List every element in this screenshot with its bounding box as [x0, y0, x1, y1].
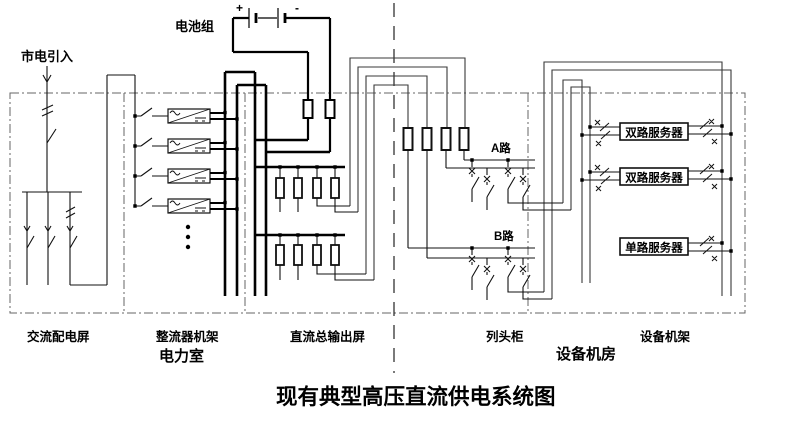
diagram-title: 现有典型高压直流供电系统图	[276, 384, 556, 409]
battery-fuse	[324, 99, 336, 119]
fuse	[312, 244, 322, 266]
ac-feeder-drops	[23, 192, 78, 285]
battery-long-plates	[248, 8, 279, 28]
dc-vertical-busbars	[223, 70, 268, 296]
path-b-breakers	[468, 248, 552, 300]
fuse	[293, 244, 303, 266]
battery-fuse	[302, 99, 314, 119]
cable-runs	[349, 57, 732, 299]
server-boxes	[619, 122, 689, 256]
battery-plus-label: +	[236, 1, 243, 15]
fuse	[402, 127, 414, 151]
equipment-rack-label: 设备机架	[640, 329, 691, 344]
dc-busbars	[223, 70, 345, 296]
ac-to-rectifier-link	[70, 74, 136, 286]
fuse	[421, 127, 433, 151]
fuse	[330, 177, 340, 199]
mains-input-label: 市电引入	[21, 49, 73, 64]
rowhead-fuses	[402, 127, 470, 151]
ac-sine-icon	[169, 110, 181, 206]
rectifier-outputs	[210, 112, 237, 210]
rectifier-rack-wiring	[135, 107, 168, 207]
mains-feeder	[41, 66, 57, 192]
more-modules-ellipsis	[185, 224, 191, 250]
battery-wires	[231, 16, 332, 152]
path-a-label: A路	[491, 141, 511, 155]
dual-server-1-label: 双路服务器	[624, 126, 683, 140]
row-head-cabinet-label: 列头柜	[486, 329, 524, 344]
dual-server-box-2	[619, 167, 689, 186]
fuse	[440, 127, 452, 151]
fuse	[330, 244, 340, 266]
single-server-box	[619, 237, 689, 256]
ac-panel-wiring	[22, 66, 136, 286]
dc-output-panel-label: 直流总输出屏	[290, 329, 366, 344]
dc-output-fuses	[275, 177, 340, 266]
bus-b-fuse-wires	[279, 235, 374, 281]
ac-panel-label: 交流配电屏	[27, 329, 90, 344]
server-feed-wiring	[582, 118, 731, 262]
rectifier-symbols	[167, 108, 211, 214]
dc-mark-icon	[195, 117, 206, 212]
battery-pack-label: 电池组	[175, 19, 214, 34]
fuse	[458, 127, 470, 151]
rectifier-boxes	[167, 108, 211, 214]
battery-circuit	[231, 8, 336, 152]
fuse	[312, 177, 322, 199]
dc-output-buses	[255, 138, 345, 237]
fuse	[293, 177, 303, 199]
fuse	[275, 177, 285, 199]
diagram-labels: 市电引入 电池组 + - A路 B路 双路服务器 双路服务器 单路服务器 交流配…	[21, 1, 691, 409]
power-room-label: 电力室	[159, 347, 204, 365]
cables-rowhead-to-racks	[543, 61, 732, 299]
single-server-label: 单路服务器	[625, 241, 683, 255]
fuse	[275, 244, 285, 266]
dc-output-fuse-wiring	[279, 167, 374, 281]
rectifier-input-switches	[135, 107, 168, 207]
dual-server-box-1	[619, 122, 689, 141]
dual-server-1-feeds	[582, 118, 731, 147]
path-a-breakers	[468, 160, 571, 211]
equipment-room-label: 设备机房	[556, 345, 616, 363]
rooms-outline	[9, 92, 746, 314]
battery-minus-label: -	[295, 1, 299, 15]
dual-server-2-label: 双路服务器	[624, 171, 683, 185]
bus-a-fuse-wires	[279, 167, 358, 213]
path-b-label: B路	[494, 229, 514, 243]
rectifier-rack-label: 整流器机架	[156, 329, 219, 344]
rectifier-output-pairs	[210, 112, 237, 210]
battery-short-plates	[254, 13, 287, 23]
acdc-diagonals	[167, 108, 211, 214]
dual-server-2-feeds	[582, 163, 731, 192]
single-server-feeds	[688, 235, 731, 262]
cables-dc-to-rowhead	[349, 57, 466, 280]
rowhead-wiring	[407, 150, 571, 300]
